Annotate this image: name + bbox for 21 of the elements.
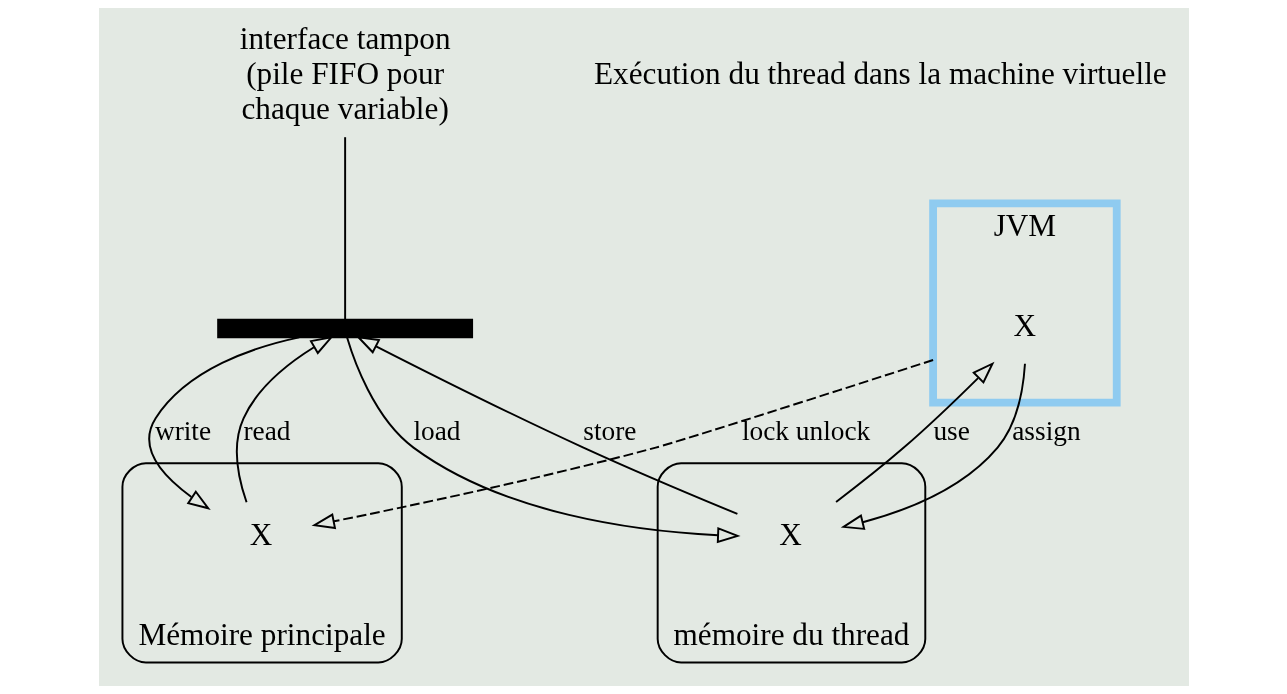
- arrow: [345, 336, 741, 544]
- arrow: [311, 359, 934, 530]
- edge-label: store: [582, 416, 636, 447]
- arrow: [834, 361, 995, 503]
- node-text: X: [1013, 307, 1036, 343]
- edge-label: load: [412, 416, 460, 447]
- label: Exécution du thread dans la machine virtuelle: [593, 55, 1167, 91]
- connector: [343, 136, 346, 321]
- arrow: [235, 335, 334, 504]
- arrow: [147, 336, 300, 510]
- node-text: X: [249, 516, 272, 552]
- arrow: [840, 362, 1026, 530]
- edge-label: write: [154, 416, 211, 447]
- arrow: [355, 335, 738, 515]
- edge-label: lock unlock: [741, 416, 870, 447]
- edge-label: assign: [1011, 416, 1081, 447]
- edge-label: use: [932, 416, 970, 447]
- node-bar: [216, 318, 473, 339]
- node-text: interface tampon (pile FIFO pour chaque variable): [239, 20, 451, 127]
- node-text: X: [778, 516, 802, 552]
- edge-label: read: [242, 416, 291, 447]
